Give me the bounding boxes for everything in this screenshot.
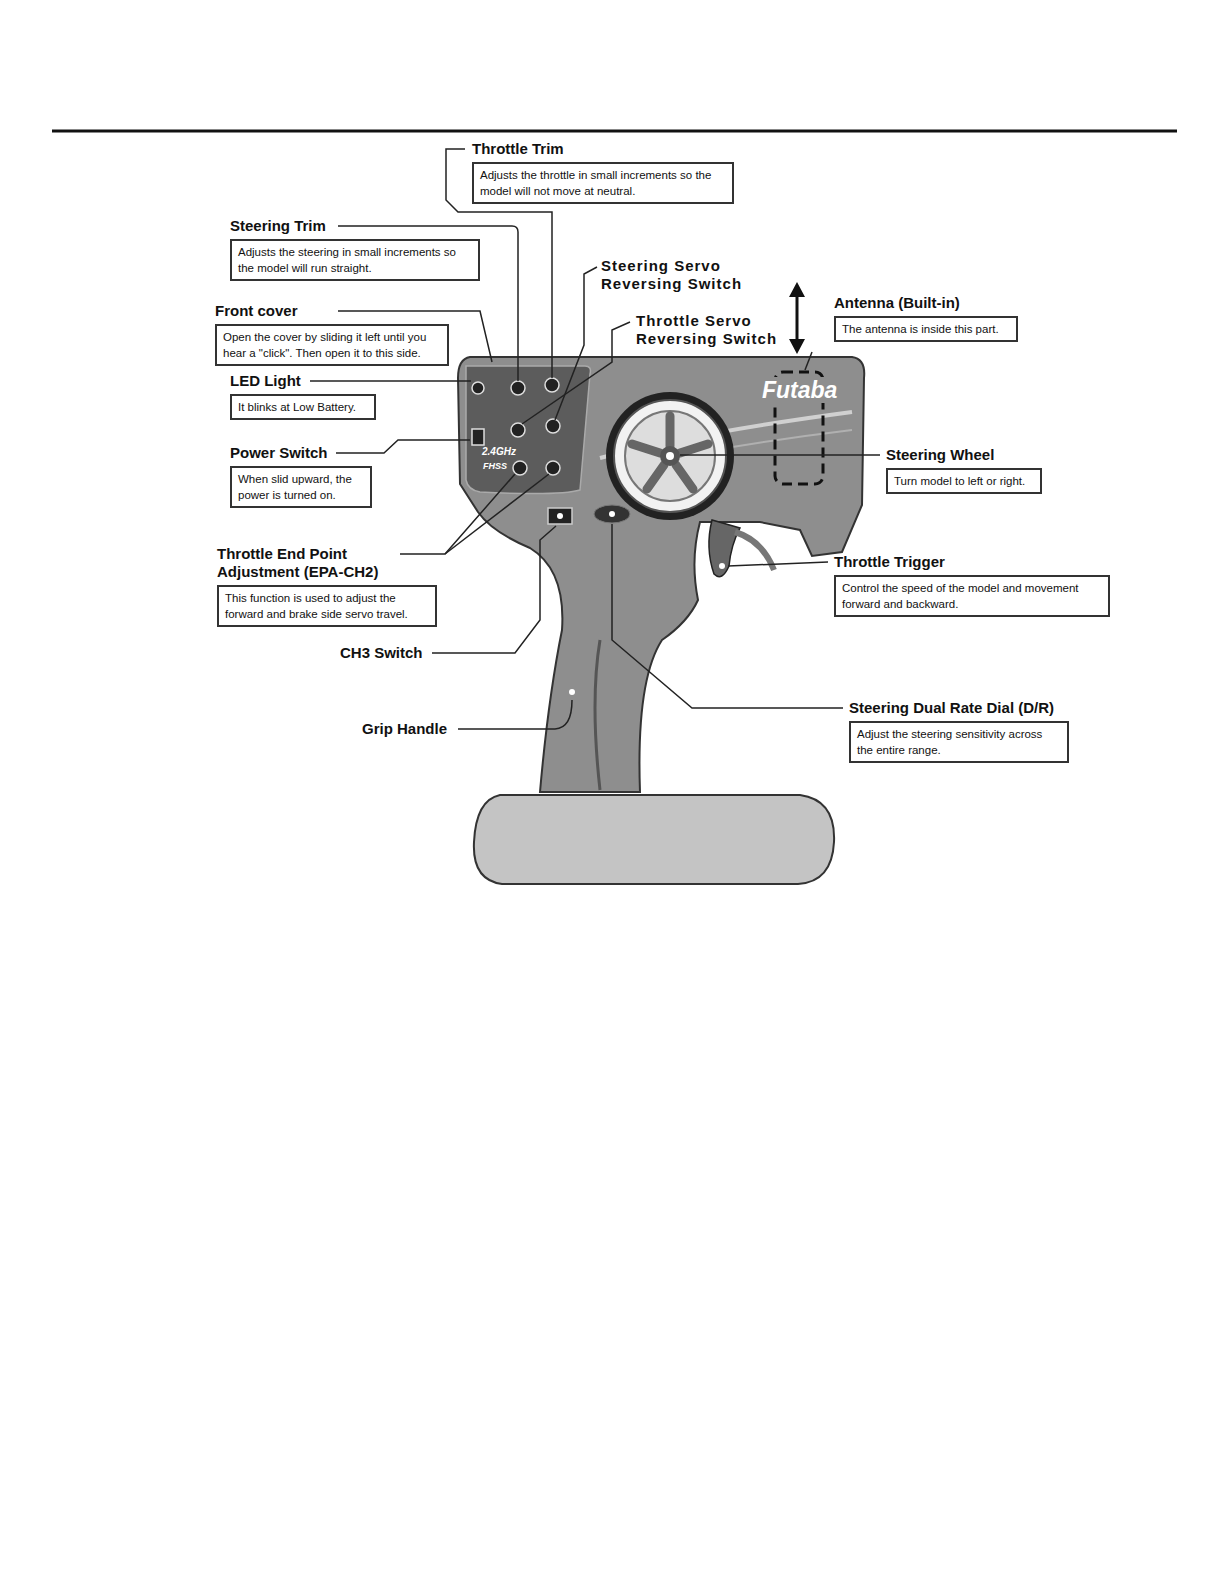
dials	[472, 378, 560, 475]
leader-lines	[310, 149, 880, 729]
callout-heading: Steering Trim	[230, 217, 480, 235]
callout-heading: Throttle Trigger	[834, 553, 1110, 571]
part-label: CH3 Switch	[340, 644, 423, 662]
faceplate-text: FHSS	[483, 460, 507, 472]
callout-description: Adjusts the steering in small increments…	[230, 239, 480, 281]
callout-box: Throttle TrimAdjusts the throttle in sma…	[472, 140, 734, 204]
callout-description: Open the cover by sliding it left until …	[215, 324, 449, 366]
callout-heading: Throttle Trim	[472, 140, 734, 158]
callout-box: LED Light It blinks at Low Battery.	[230, 372, 376, 420]
grip-shade	[595, 640, 600, 790]
brand-logo: Futaba	[760, 377, 839, 403]
callout-heading: Power Switch	[230, 444, 372, 462]
callout-description: The antenna is inside this part.	[834, 316, 1018, 342]
callout-description: It blinks at Low Battery.	[230, 394, 376, 420]
callout-heading: LED Light	[230, 372, 376, 390]
callout-heading: Front cover	[215, 302, 449, 320]
callout-description: Control the speed of the model and movem…	[834, 575, 1110, 617]
callout-box: Antenna (Built-in) The antenna is inside …	[834, 294, 1018, 342]
part-label: Throttle Servo Reversing Switch	[636, 312, 801, 348]
part-label: Steering Servo Reversing Switch	[601, 257, 766, 293]
callout-box: Front coverOpen the cover by sliding it …	[215, 302, 449, 366]
callout-box: Steering TrimAdjusts the steering in sma…	[230, 217, 480, 281]
part-label: Grip Handle	[362, 720, 447, 738]
steering-wheel	[606, 392, 734, 520]
callout-box: Steering WheelTurn model to left or righ…	[886, 446, 1042, 494]
base	[474, 795, 834, 884]
ch3-switch	[548, 508, 572, 524]
callout-heading: Antenna (Built-in)	[834, 294, 1018, 312]
callout-description: Adjust the steering sensitivity across t…	[849, 721, 1069, 763]
callout-heading: Steering Dual Rate Dial (D/R)	[849, 699, 1069, 717]
trigger	[709, 520, 740, 577]
callout-description: When slid upward, the power is turned on…	[230, 466, 372, 508]
dr-dial	[594, 505, 630, 523]
callout-description: This function is used to adjust the forw…	[217, 585, 437, 627]
callout-box: Power SwitchWhen slid upward, the power …	[230, 444, 372, 508]
callout-box: Throttle TriggerControl the speed of the…	[834, 553, 1110, 617]
callout-box: Steering Dual Rate Dial (D/R) Adjust the …	[849, 699, 1069, 763]
callout-description: Adjusts the throttle in small increments…	[472, 162, 734, 204]
antenna-arrow	[789, 282, 805, 354]
leader-dots	[557, 454, 725, 695]
top-rule	[52, 130, 1177, 133]
callout-heading: Throttle End Point Adjustment (EPA-CH2)	[217, 545, 407, 581]
callout-box: Throttle End Point Adjustment (EPA-CH2) T…	[217, 545, 437, 627]
callout-description: Turn model to left or right.	[886, 468, 1042, 494]
faceplate	[466, 366, 590, 494]
faceplate-text: 2.4GHz	[482, 446, 516, 458]
callout-heading: Steering Wheel	[886, 446, 1042, 464]
housing	[458, 357, 864, 792]
